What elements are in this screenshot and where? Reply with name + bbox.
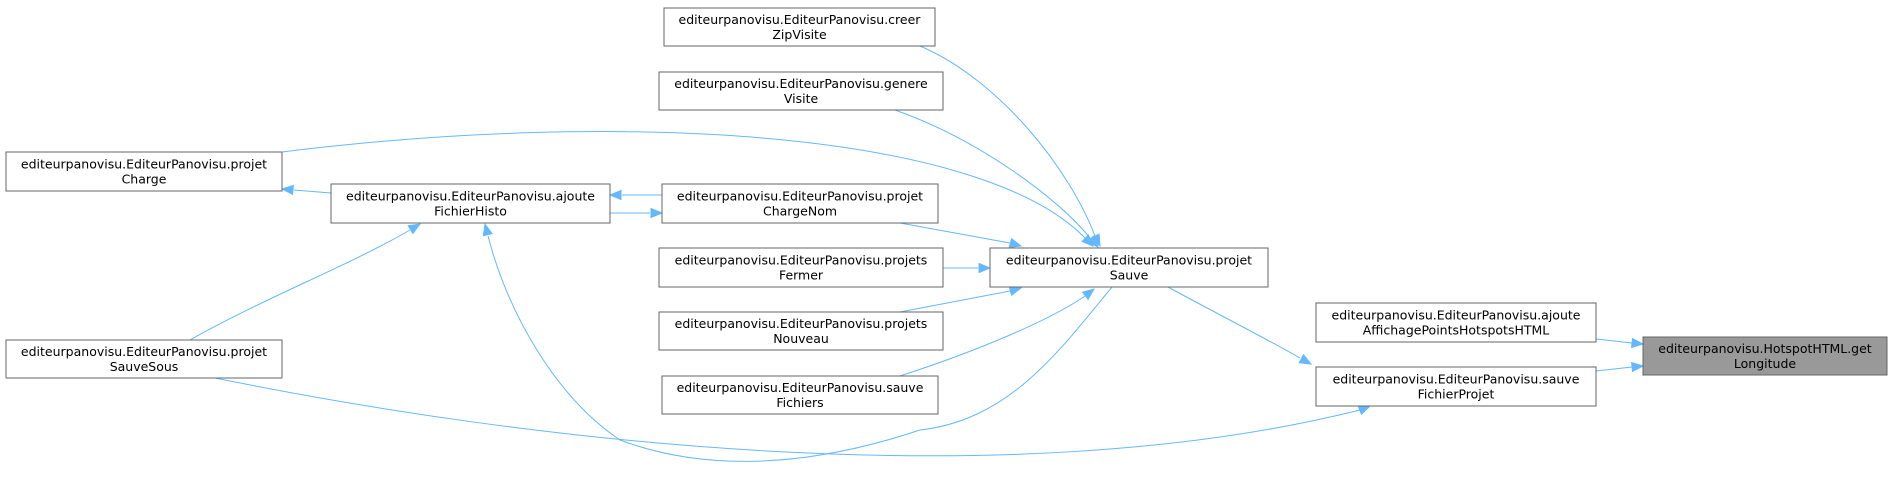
node-projetsNouveau[interactable]: editeurpanovisu.EditeurPanovisu.projetsN… bbox=[658, 311, 944, 351]
node-label-line2: Charge bbox=[122, 172, 167, 187]
node-label-line1: editeurpanovisu.EditeurPanovisu.ajoute bbox=[346, 189, 595, 204]
node-ajouteAffichage[interactable]: editeurpanovisu.EditeurPanovisu.ajouteAf… bbox=[1315, 302, 1597, 343]
node-projetSauveSous[interactable]: editeurpanovisu.EditeurPanovisu.projetSa… bbox=[5, 339, 283, 379]
edge-line bbox=[894, 109, 1091, 239]
node-label-line2: Nouveau bbox=[773, 331, 829, 346]
node-projetCharge[interactable]: editeurpanovisu.EditeurPanovisu.projetCh… bbox=[5, 151, 283, 192]
node-label-line1: editeurpanovisu.EditeurPanovisu.projets bbox=[675, 316, 928, 331]
node-genereVisite[interactable]: editeurpanovisu.EditeurPanovisu.genereVi… bbox=[658, 71, 944, 111]
node-label-line1: editeurpanovisu.EditeurPanovisu.projet bbox=[21, 344, 267, 359]
node-box bbox=[1642, 336, 1888, 376]
node-box bbox=[5, 339, 283, 379]
edge-projetSauveSous-to-ajouteFichierHisto bbox=[189, 223, 422, 341]
node-label-line1: editeurpanovisu.EditeurPanovisu.projet bbox=[21, 157, 267, 172]
node-label-line1: editeurpanovisu.HotspotHTML.get bbox=[1658, 341, 1872, 356]
node-label-line1: editeurpanovisu.EditeurPanovisu.ajoute bbox=[1332, 308, 1581, 323]
node-projetsFermer[interactable]: editeurpanovisu.EditeurPanovisu.projetsF… bbox=[658, 247, 944, 288]
arrowhead-icon bbox=[978, 262, 992, 274]
arrowhead-icon bbox=[1081, 288, 1096, 301]
node-ajouteFichierHisto[interactable]: editeurpanovisu.EditeurPanovisu.ajouteFi… bbox=[330, 183, 611, 224]
edge-sauveFichiers-to-projetSauve bbox=[899, 288, 1096, 377]
edge-line bbox=[899, 290, 1011, 313]
node-label-line1: editeurpanovisu.EditeurPanovisu.projet bbox=[677, 189, 923, 204]
node-label-line1: editeurpanovisu.EditeurPanovisu.genere bbox=[674, 76, 928, 91]
arrowhead-icon bbox=[482, 222, 493, 237]
node-box bbox=[663, 7, 936, 47]
arrowhead-icon bbox=[407, 223, 422, 235]
arrowhead-icon bbox=[1008, 237, 1023, 249]
node-box bbox=[989, 247, 1269, 288]
node-label-line2: FichierProjet bbox=[1418, 387, 1495, 402]
node-box bbox=[658, 311, 944, 351]
node-box bbox=[5, 151, 283, 192]
node-label-line2: Longitude bbox=[1734, 356, 1796, 371]
node-label-line2: ZipVisite bbox=[772, 27, 827, 42]
node-projetSauve[interactable]: editeurpanovisu.EditeurPanovisu.projetSa… bbox=[989, 247, 1269, 288]
node-label-line2: ChargeNom bbox=[763, 204, 837, 219]
node-box bbox=[330, 183, 611, 224]
edge-genereVisite-to-projetSauve bbox=[894, 109, 1099, 248]
node-label-line2: FichierHisto bbox=[434, 204, 507, 219]
edge-line bbox=[1167, 286, 1301, 359]
edge-ajouteFichierHisto-to-projetChargeNom bbox=[610, 207, 664, 219]
nodes-layer: editeurpanovisu.HotspotHTML.getLongitude… bbox=[5, 7, 1888, 415]
edge-projetsNouveau-to-projetSauve bbox=[899, 285, 1023, 313]
node-box bbox=[658, 247, 944, 288]
edges-layer bbox=[189, 45, 1645, 462]
edge-line bbox=[899, 295, 1086, 377]
node-creerZipVisite[interactable]: editeurpanovisu.EditeurPanovisu.creerZip… bbox=[663, 7, 936, 47]
node-label-line2: SauveSous bbox=[110, 359, 179, 374]
node-projetChargeNom[interactable]: editeurpanovisu.EditeurPanovisu.projetCh… bbox=[661, 183, 939, 224]
edge-line bbox=[214, 377, 1361, 457]
edge-projetCharge-to-projetSauve bbox=[281, 131, 1094, 247]
edge-line bbox=[293, 189, 332, 194]
edge-line bbox=[919, 45, 1096, 237]
node-label-line1: editeurpanovisu.EditeurPanovisu.projets bbox=[675, 253, 928, 268]
edge-line bbox=[281, 131, 1086, 239]
edge-line bbox=[1595, 338, 1633, 344]
node-label-line1: editeurpanovisu.EditeurPanovisu.sauve bbox=[1333, 372, 1580, 387]
arrowhead-icon bbox=[1631, 361, 1645, 373]
edge-line bbox=[1595, 366, 1633, 372]
edge-ajouteAffichage-to-getLongitude bbox=[1595, 337, 1645, 349]
node-label-line2: Fichiers bbox=[776, 395, 823, 410]
edge-projetSauve-to-sauveFichierProjet bbox=[1167, 286, 1313, 365]
node-box bbox=[661, 375, 939, 415]
arrowhead-icon bbox=[280, 184, 294, 196]
arrowhead-icon bbox=[1357, 405, 1372, 416]
edge-line bbox=[899, 222, 1011, 244]
edge-line bbox=[189, 229, 411, 341]
node-label-line1: editeurpanovisu.EditeurPanovisu.creer bbox=[679, 12, 922, 27]
edge-projetChargeNom-to-projetSauve bbox=[899, 222, 1023, 249]
edge-line bbox=[487, 235, 1113, 462]
node-label-line2: AffichagePointsHotspotsHTML bbox=[1363, 323, 1550, 338]
edge-projetSauve-to-ajouteFichierHisto bbox=[482, 222, 1113, 462]
arrowhead-icon bbox=[1081, 234, 1094, 247]
edge-sauveFichierProjet-to-getLongitude bbox=[1595, 361, 1645, 373]
node-label-line2: Visite bbox=[784, 91, 819, 106]
node-label-line1: editeurpanovisu.EditeurPanovisu.projet bbox=[1006, 253, 1252, 268]
arrowhead-icon bbox=[1008, 285, 1023, 297]
node-sauveFichiers[interactable]: editeurpanovisu.EditeurPanovisu.sauveFic… bbox=[661, 375, 939, 415]
node-sauveFichierProjet[interactable]: editeurpanovisu.EditeurPanovisu.sauveFic… bbox=[1315, 366, 1597, 407]
arrowhead-icon bbox=[608, 189, 622, 201]
node-box bbox=[1315, 366, 1597, 407]
edge-projetsFermer-to-projetSauve bbox=[943, 262, 992, 274]
node-box bbox=[658, 71, 944, 111]
node-box bbox=[661, 183, 939, 224]
arrowhead-icon bbox=[650, 207, 664, 219]
arrowhead-icon bbox=[1631, 337, 1645, 349]
node-box bbox=[1315, 302, 1597, 343]
node-label-line1: editeurpanovisu.EditeurPanovisu.sauve bbox=[677, 380, 924, 395]
edge-projetChargeNom-to-ajouteFichierHisto bbox=[608, 189, 662, 201]
edge-creerZipVisite-to-projetSauve bbox=[919, 45, 1101, 248]
arrowhead-icon bbox=[1298, 353, 1313, 365]
edge-ajouteFichierHisto-to-projetCharge bbox=[280, 184, 332, 196]
node-label-line2: Sauve bbox=[1110, 268, 1149, 283]
node-label-line2: Fermer bbox=[779, 268, 824, 283]
